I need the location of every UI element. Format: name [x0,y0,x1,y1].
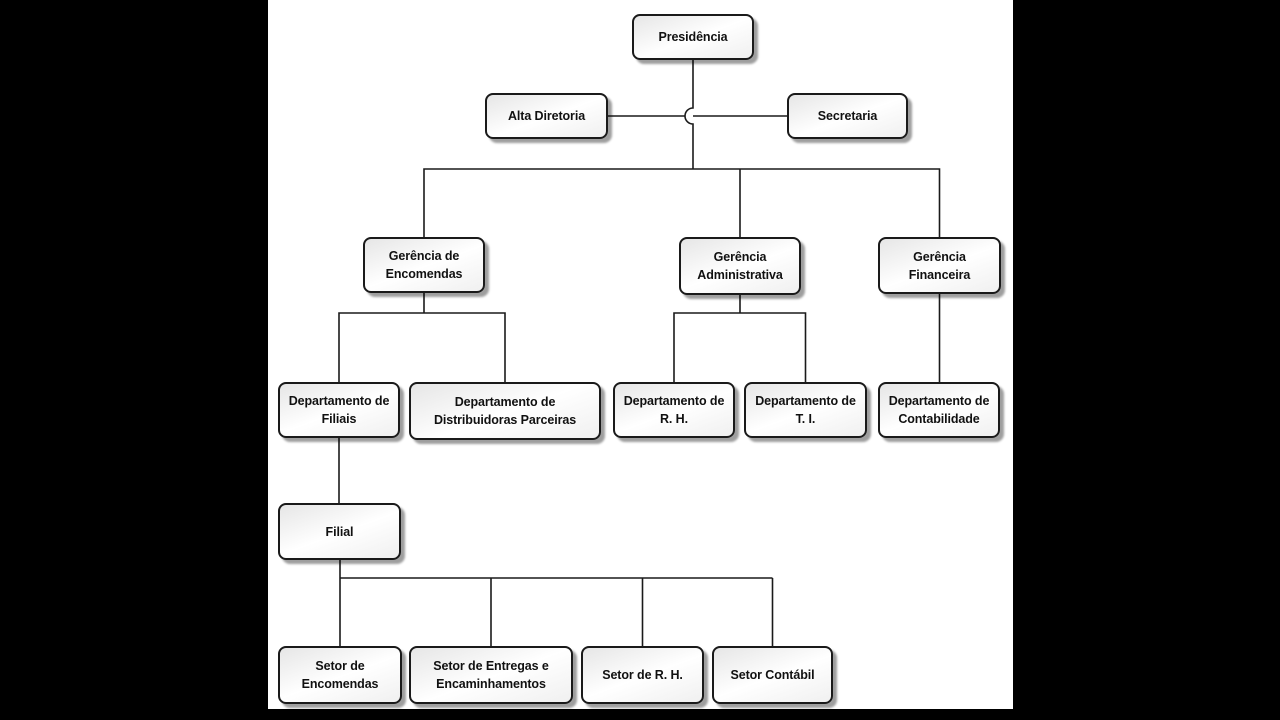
node-setor-encomendas: Setor de Encomendas [278,646,402,704]
node-departamento-filiais: Departamento de Filiais [278,382,400,438]
node-departamento-ti: Departamento de T. I. [744,382,867,438]
node-presidencia: Presidência [632,14,754,60]
node-departamento-filiais-label: Departamento de Filiais [288,394,390,426]
node-departamento-rh-label: Departamento de R. H. [623,394,725,426]
node-setor-contabil: Setor Contábil [712,646,833,704]
node-presidencia-label: Presidência [658,30,728,44]
node-setor-entregas-label: Setor de Entregas e Encaminhamentos [433,659,549,691]
node-gerencia-financeira: Gerência Financeira [878,237,1001,294]
node-setor-rh-label: Setor de R. H. [602,668,683,682]
node-filial-label: Filial [325,524,354,539]
node-departamento-contabilidade: Departamento de Contabilidade [878,382,1000,438]
node-setor-rh: Setor de R. H. [581,646,704,704]
node-gerencia-administrativa: Gerência Administrativa [679,237,801,295]
node-filial: Filial [278,503,401,560]
node-setor-entregas: Setor de Entregas e Encaminhamentos [409,646,573,704]
node-secretaria: Secretaria [787,93,908,139]
node-gerencia-encomendas: Gerência de Encomendas [363,237,485,293]
node-secretaria-label: Secretaria [817,109,878,123]
node-departamento-rh: Departamento de R. H. [613,382,735,438]
node-alta-diretoria-label: Alta Diretoria [507,109,586,123]
node-gerencia-financeira-label: Gerência Financeira [908,249,971,282]
node-departamento-ti-label: Departamento de T. I. [755,394,856,426]
node-alta-diretoria: Alta Diretoria [485,93,608,139]
node-gerencia-encomendas-label: Gerência de Encomendas [385,249,463,281]
node-departamento-distribuidoras-label: Departamento de Distribuidoras Parceiras [433,395,577,427]
node-gerencia-administrativa-label: Gerência Administrativa [697,250,783,282]
node-setor-contabil-label: Setor Contábil [730,668,815,682]
node-departamento-contabilidade-label: Departamento de Contabilidade [888,394,990,426]
node-departamento-distribuidoras: Departamento de Distribuidoras Parceiras [409,382,601,440]
node-setor-encomendas-label: Setor de Encomendas [301,659,379,691]
